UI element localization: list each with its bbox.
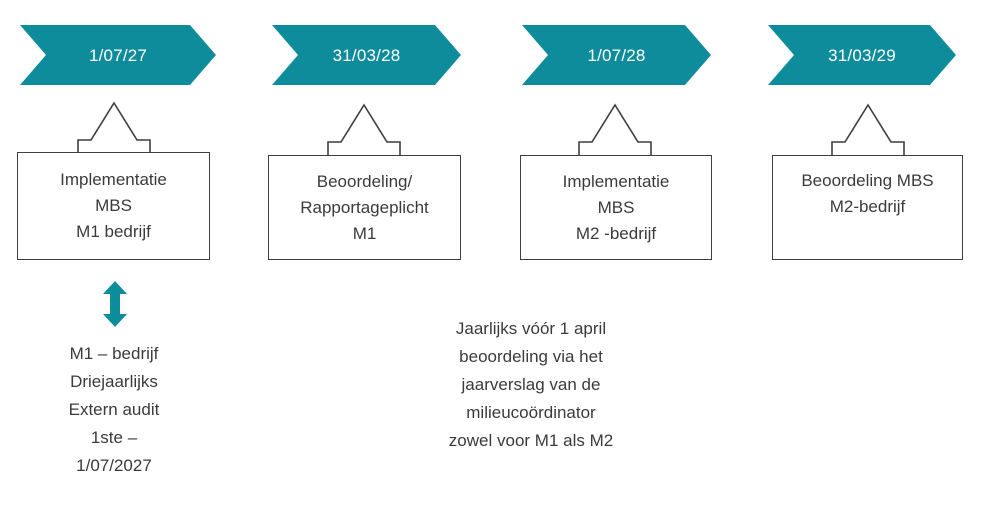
note-line: Driejaarlijks — [70, 372, 158, 391]
milestone-date-1: 1/07/27 — [88, 45, 148, 65]
description-line: Implementatie — [562, 171, 670, 191]
description-line: Rapportageplicht — [300, 197, 429, 217]
up-arrow-connector-3 — [578, 98, 652, 168]
description-box-2: Beoordeling/ Rapportageplicht M1 — [268, 155, 461, 260]
description-box-1: Implementatie MBS M1 bedrijf — [17, 152, 210, 260]
note-line: Extern audit — [68, 400, 160, 419]
note-line: Jaarlijks vóór 1 april — [455, 319, 607, 338]
note-line: 1/07/2027 — [76, 456, 152, 475]
note-line: zowel voor M1 als M2 — [448, 431, 614, 450]
description-line: M2-bedrijf — [829, 197, 906, 216]
description-line: M1 bedrijf — [76, 222, 151, 241]
description-line: M1 — [352, 223, 377, 243]
description-line: MBS — [597, 197, 635, 217]
yearly-note-block: Jaarlijks vóór 1 april beoordeling via h… — [418, 315, 644, 455]
up-arrow-connector-1 — [77, 96, 151, 166]
note-line: milieucoördinator — [466, 403, 596, 422]
description-line: M2 -bedrijf — [575, 223, 657, 243]
description-line: MBS — [95, 196, 132, 215]
milestone-chevron-4[interactable]: 31/03/29 — [768, 25, 956, 85]
description-box-3: Implementatie MBS M2 -bedrijf — [520, 155, 712, 260]
milestone-chevron-2[interactable]: 31/03/28 — [272, 25, 461, 85]
description-line: Implementatie — [60, 170, 167, 189]
note-line: M1 – bedrijf — [69, 344, 159, 363]
double-headed-arrow-icon — [102, 281, 128, 327]
milestone-chevron-3[interactable]: 1/07/28 — [522, 25, 711, 85]
milestone-chevron-1[interactable]: 1/07/27 — [20, 25, 216, 85]
note-line: beoordeling via het — [459, 347, 603, 366]
milestone-date-3: 1/07/28 — [587, 45, 646, 65]
milestone-date-2: 31/03/28 — [332, 45, 401, 65]
milestone-date-4: 31/03/29 — [828, 45, 896, 65]
description-box-4: Beoordeling MBS M2-bedrijf — [772, 155, 963, 260]
description-line: Beoordeling MBS — [801, 171, 934, 190]
description-line: Beoordeling/ — [316, 171, 413, 191]
up-arrow-connector-2 — [327, 98, 401, 168]
note-line: jaarverslag van de — [461, 375, 601, 394]
up-arrow-connector-4 — [831, 98, 905, 168]
note-line: 1ste – — [90, 428, 138, 447]
audit-note-block: M1 – bedrijf Driejaarlijks Extern audit … — [14, 340, 214, 480]
